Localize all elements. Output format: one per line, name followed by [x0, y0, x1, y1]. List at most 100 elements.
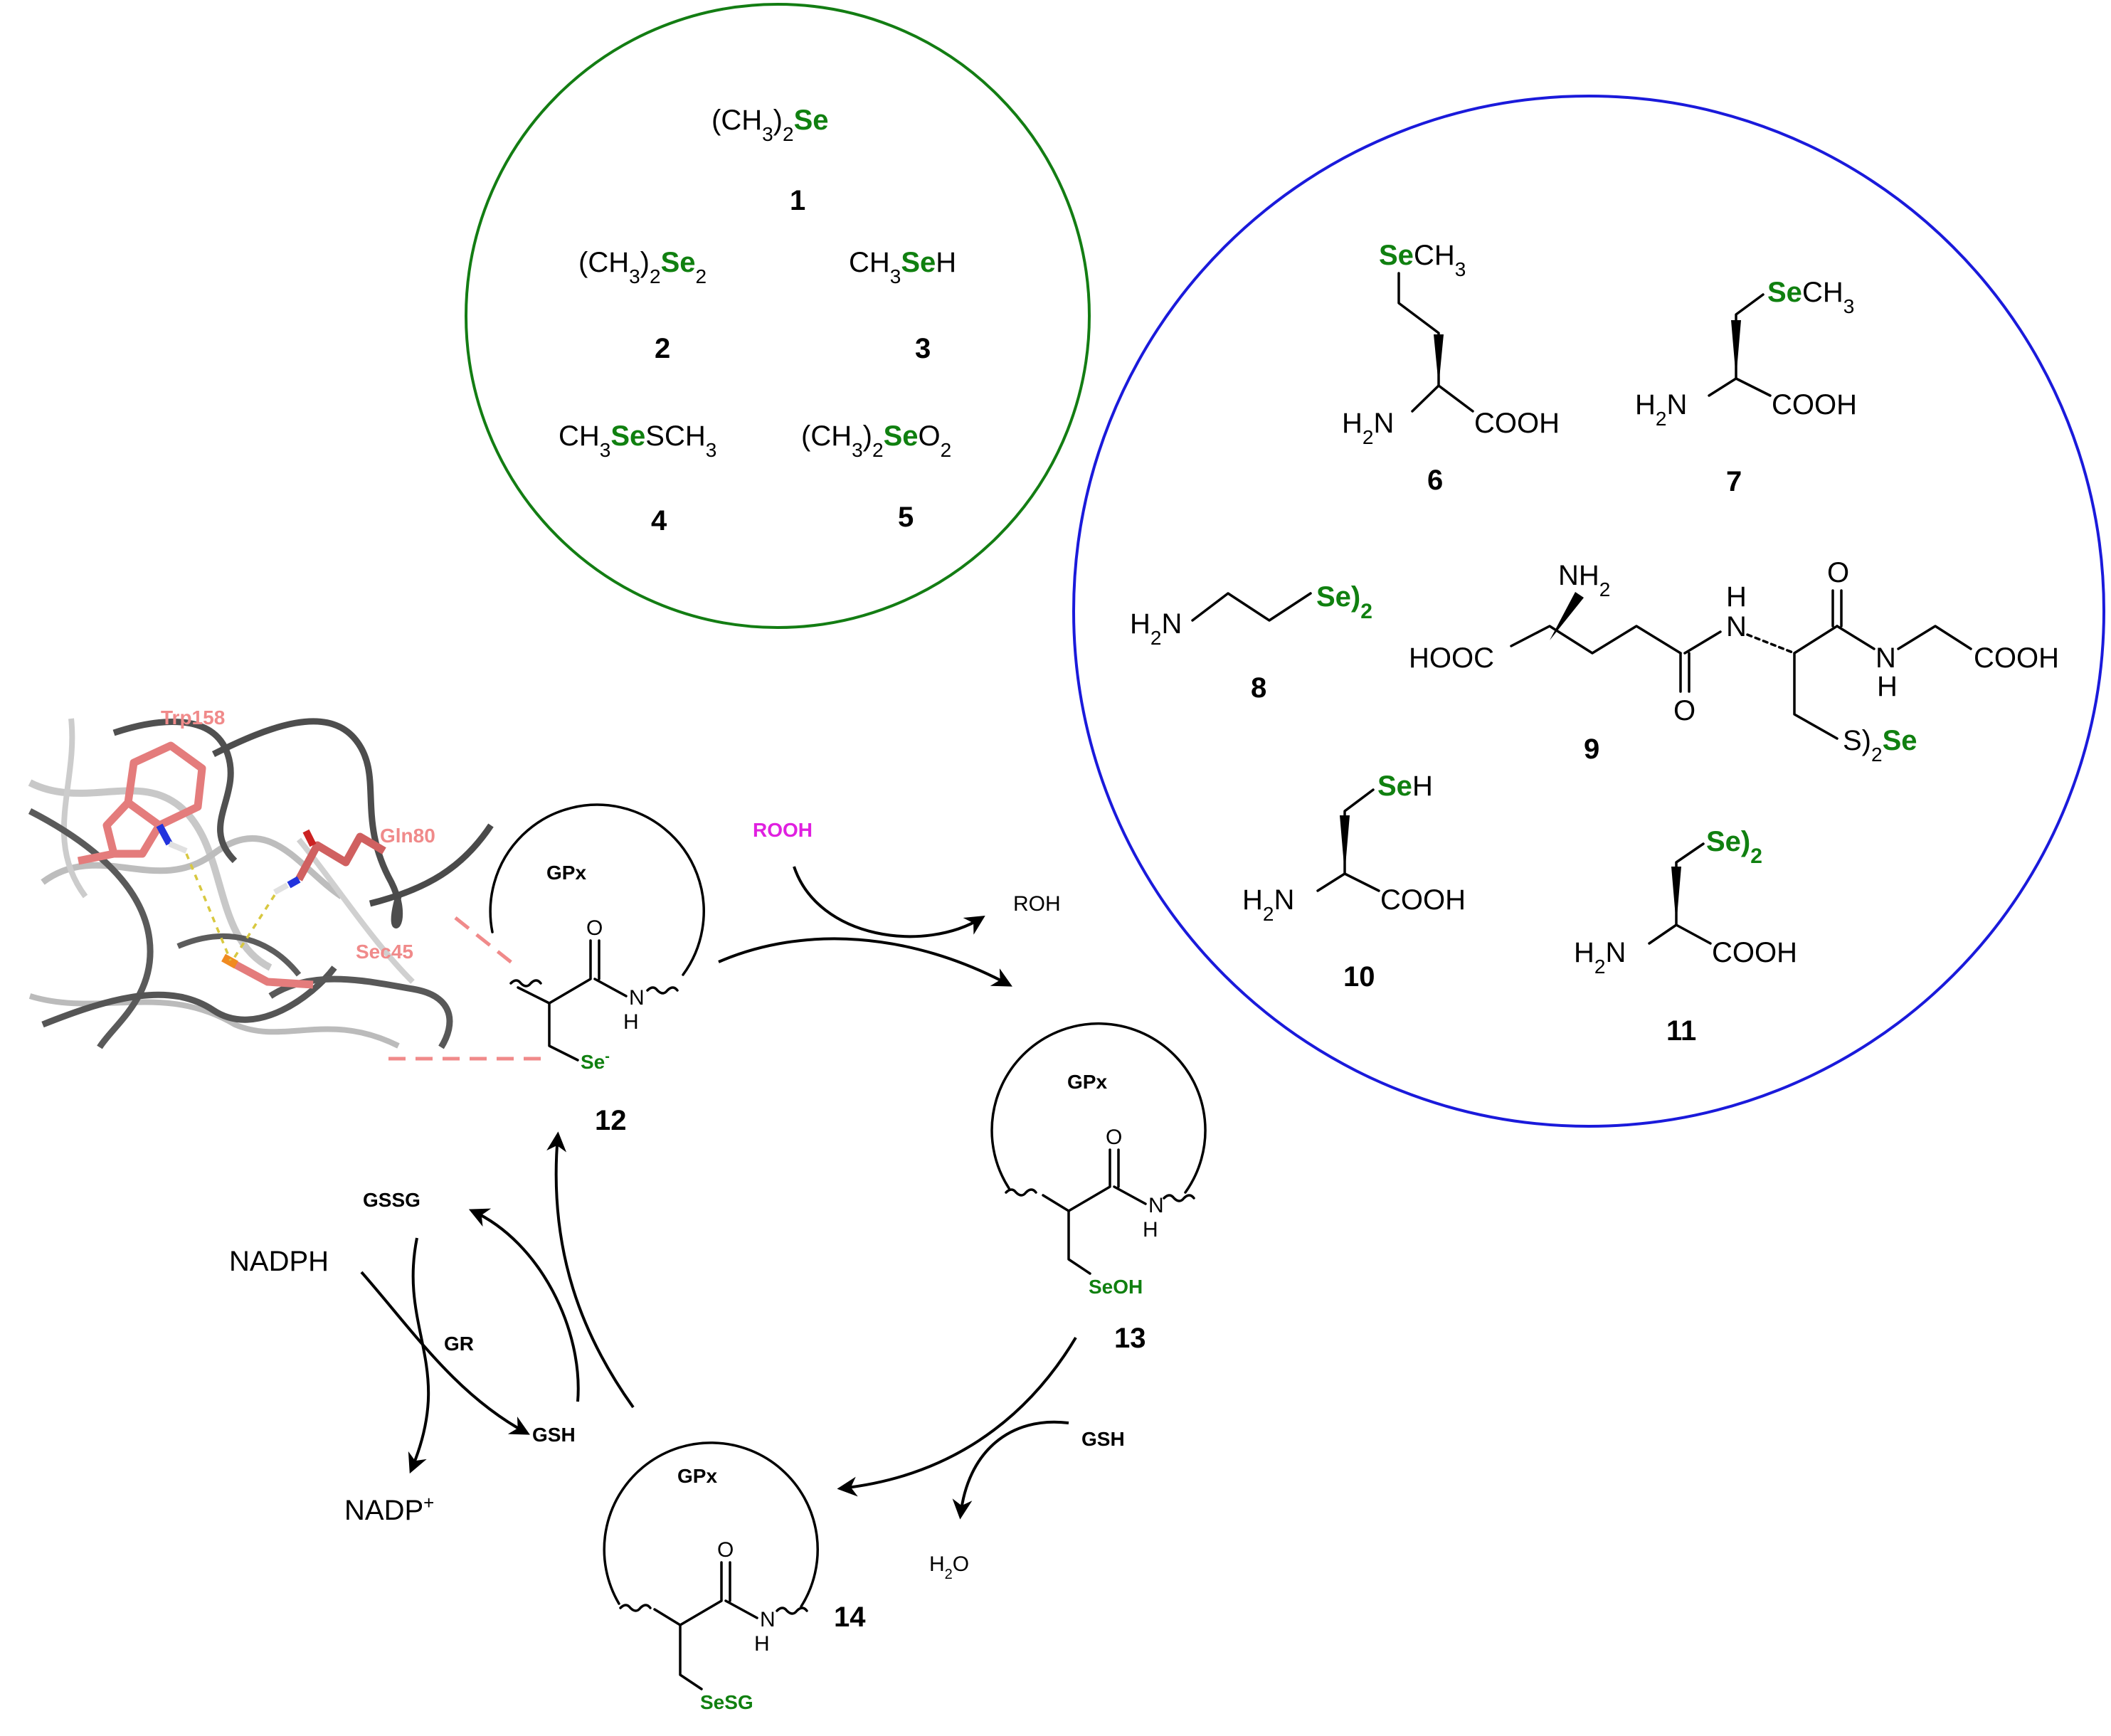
gln-hydrogen: [273, 882, 289, 895]
state-14-number: 14: [834, 1602, 866, 1633]
arrow-14-to-12: [546, 1131, 635, 1409]
label-nadph: NADPH: [229, 1246, 329, 1277]
label-gssg: GSSG: [363, 1189, 420, 1211]
gpx12-outline: [489, 803, 705, 976]
c7-wedge: [1731, 320, 1741, 379]
compound-10-number: 10: [1343, 961, 1375, 993]
label-trp158: Trp158: [161, 706, 225, 729]
compound-4-number: 4: [651, 505, 667, 536]
gpx13-wavy-left: [1005, 1188, 1037, 1197]
c11-se: Se)2: [1706, 826, 1762, 868]
gpx-state-12: GPx O N H Se- 12: [489, 803, 705, 1136]
c6-h2n: H2N: [1342, 408, 1394, 448]
compound-4-formula: CH3SeSCH3: [559, 420, 716, 461]
c8-chain: [1191, 592, 1312, 622]
compound-8-number: 8: [1251, 672, 1266, 704]
c9-bond-n1: [1683, 630, 1722, 655]
c11-wedge: [1671, 867, 1681, 925]
c6-chain: [1397, 272, 1440, 387]
gpx13-wavy-right: [1163, 1194, 1195, 1202]
green-circle: [465, 3, 1091, 629]
gpx14-wavy-right: [776, 1607, 808, 1615]
label-gsh-1: GSH: [1081, 1428, 1125, 1450]
c8-h2n: H2N: [1130, 608, 1182, 649]
c10-se: SeH: [1377, 771, 1433, 802]
c6-wedge: [1434, 334, 1444, 386]
c9-carbonyl-1: [1679, 652, 1691, 693]
c7-cooh: COOH: [1772, 389, 1857, 420]
arrow-13-to-14: [837, 1336, 1077, 1497]
label-h2o: H2O: [929, 1552, 969, 1582]
protein-structure: Trp158 Gln80 Sec45: [28, 706, 494, 1049]
gpx13-backbone: [1042, 1148, 1147, 1212]
compound-10: SeH H2N COOH 10: [1242, 771, 1466, 993]
label-gln80: Gln80: [380, 825, 435, 847]
c9-nh2: NH2: [1558, 560, 1610, 600]
gpx13-seoh: SeOH: [1089, 1276, 1143, 1298]
c9-h2: H: [1877, 671, 1898, 702]
blue-circle: [1072, 95, 2105, 1128]
gpx12-label: GPx: [546, 862, 586, 884]
compound-3-number: 3: [915, 333, 931, 364]
gpx14-wavy-left: [619, 1604, 652, 1612]
compound-11: Se)2 H2N COOH 11: [1574, 826, 1797, 1047]
compound-1-number: 1: [790, 185, 805, 216]
compound-1-formula: (CH3)2Se: [711, 105, 829, 145]
compound-2-number: 2: [655, 333, 670, 364]
c6-cooh: COOH: [1474, 408, 1560, 439]
ribbon-fg-7: [176, 933, 302, 977]
gpx13-outline: [990, 1022, 1207, 1194]
compound-5-formula: (CH3)2SeO2: [801, 420, 951, 461]
compound-6-number: 6: [1427, 465, 1443, 496]
hbond-gln: [232, 894, 276, 960]
label-sec45: Sec45: [356, 941, 413, 963]
compound-5-number: 5: [898, 502, 914, 533]
gpx14-sidechain: [679, 1624, 703, 1690]
compound-3-formula: CH3SeH: [849, 247, 956, 287]
c9-hooc: HOOC: [1409, 642, 1494, 674]
arrow-nadph-to-nadp: [360, 1271, 530, 1435]
state-13-number: 13: [1114, 1323, 1146, 1354]
gpx14-o: O: [717, 1538, 734, 1562]
c7-chain: [1735, 293, 1765, 380]
label-roh: ROH: [1013, 892, 1061, 916]
ribbon-fg-1: [28, 808, 154, 1049]
gpx-state-13: GPx O N H SeOH 13: [990, 1022, 1207, 1354]
c11-backbone: [1648, 923, 1712, 945]
c9-hash: [1746, 633, 1796, 655]
ribbon-fg-3: [211, 718, 403, 928]
c9-cooh: COOH: [1974, 642, 2059, 674]
gpx12-backbone: [517, 939, 628, 1005]
gpx13-o: O: [1106, 1126, 1122, 1149]
c7-se: SeCH3: [1767, 277, 1854, 317]
compound-7: SeCH3 H2N COOH 7: [1635, 277, 1857, 497]
c9-carbonyl-2: [1831, 589, 1843, 628]
c10-chain: [1343, 788, 1375, 875]
hbond-trp: [185, 853, 232, 961]
c11-cooh: COOH: [1712, 937, 1797, 968]
gln-nitrogen: [287, 876, 301, 889]
c8-se: Se)2: [1316, 581, 1372, 623]
protein-background: [30, 711, 443, 1047]
c9-bond-n2: [1836, 625, 1875, 650]
gpx12-o: O: [586, 916, 603, 940]
compound-9: NH2 HOOC O H N O N H COOH S)2Se 9: [1409, 557, 2059, 766]
c9-chain-a: [1510, 625, 1682, 655]
gpx12-sidechain: [548, 1002, 579, 1062]
label-nadp: NADP+: [344, 1492, 434, 1526]
c7-h2n: H2N: [1635, 389, 1687, 430]
arrow-gssg-to-gsh: [408, 1237, 430, 1474]
c9-sse: S)2Se: [1843, 725, 1917, 766]
ribbon-fg-5: [41, 965, 337, 1028]
c9-o2: O: [1827, 557, 1849, 588]
c9-chain-b: [1793, 625, 1838, 740]
sec-selenium: [221, 953, 238, 969]
label-rooh: ROOH: [753, 819, 813, 841]
c9-n2: N: [1875, 642, 1896, 674]
gpx-state-14: GPx O N H SeSG 14: [603, 1441, 866, 1713]
gpx12-wavy-left: [509, 979, 542, 988]
trp-hydrogen: [168, 841, 188, 854]
c9-h1: H: [1726, 581, 1747, 613]
label-gsh-2: GSH: [532, 1424, 576, 1446]
c10-backbone: [1316, 872, 1380, 892]
